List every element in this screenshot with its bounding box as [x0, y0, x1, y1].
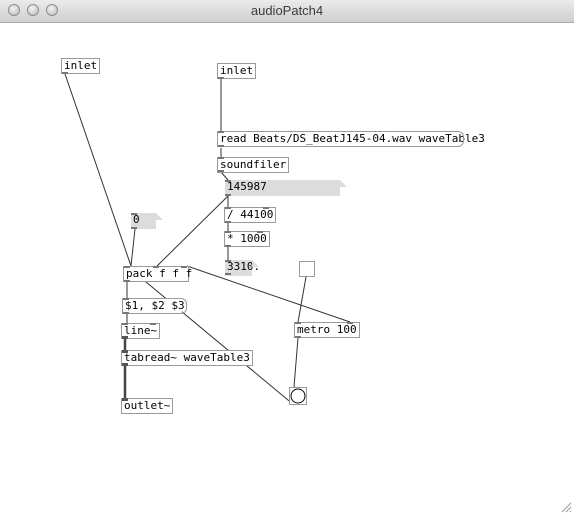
read-outlet-tab[interactable] [218, 145, 224, 147]
window-title: audioPatch4 [250, 3, 324, 18]
line-inlet-right-tab[interactable] [150, 323, 156, 325]
pack-object[interactable]: pack f f f [123, 266, 192, 282]
metro-outlet-tab[interactable] [295, 336, 301, 338]
cord-inlet-to-pack [64, 73, 132, 267]
cord-zero-to-pack [130, 228, 136, 267]
multiply-outlet-tab[interactable] [225, 245, 231, 247]
line-signal-outlet-tab[interactable] [122, 336, 128, 339]
cord-bang-to-pack [127, 266, 295, 406]
inlet-left-outlet-tab[interactable] [62, 72, 68, 74]
soundfiler-outlet-tab[interactable] [218, 170, 224, 172]
line-inlet-left-tab[interactable] [122, 323, 128, 325]
pack-outlet-tab[interactable] [124, 280, 130, 282]
ms-atom-outlet-tab[interactable] [225, 273, 231, 275]
ms-atom-inlet-tab[interactable] [225, 260, 231, 262]
ramp-msg-inlet-tab[interactable] [123, 298, 129, 300]
divide-inlet-left-tab[interactable] [225, 207, 231, 209]
bang-button[interactable] [289, 387, 307, 405]
soundfiler-inlet-tab[interactable] [218, 157, 224, 159]
zero-atom-inlet-tab[interactable] [131, 213, 137, 215]
cord-soundfiler-to-atom [220, 171, 229, 181]
zero-number-atom[interactable]: 0 [131, 213, 163, 229]
multiply-object[interactable]: * 1000 [224, 231, 270, 247]
metro-inlet-right-tab[interactable] [347, 322, 353, 324]
pack-inlet-3-tab[interactable] [181, 266, 187, 268]
zoom-window-button[interactable] [46, 4, 58, 16]
cord-atom-to-pack [156, 195, 229, 267]
close-window-button[interactable] [8, 4, 20, 16]
divide-inlet-right-tab[interactable] [263, 207, 269, 209]
toggle-checkbox[interactable] [299, 261, 315, 277]
inlet-right-outlet-tab[interactable] [218, 77, 224, 79]
metro-inlet-left-tab[interactable] [295, 322, 301, 324]
samples-number-atom[interactable]: 145987 [225, 180, 347, 196]
cord-pack-to-metro [186, 265, 351, 323]
read-message-box[interactable]: read Beats/DS_BeatJ145-04.wav waveTable3 [217, 131, 485, 147]
samples-atom-outlet-tab[interactable] [225, 194, 231, 196]
tabread-inlet-tab[interactable] [122, 350, 128, 353]
zero-atom-outlet-tab[interactable] [131, 227, 137, 229]
inlet-left-object[interactable]: inlet [61, 58, 101, 74]
patch-cords [64, 73, 351, 406]
outlet-tilde-object[interactable]: outlet~ [121, 398, 174, 414]
metro-object[interactable]: metro 100 [294, 322, 360, 338]
divide-object[interactable]: / 44100 [224, 207, 277, 223]
cord-toggle-to-metro [297, 276, 307, 323]
bang-circle-icon [290, 388, 306, 404]
line-tilde-object[interactable]: line~ [121, 323, 161, 339]
milliseconds-number-atom[interactable]: 3310. [225, 260, 260, 276]
tabread-tilde-object[interactable]: tabread~ waveTable3 [121, 350, 253, 366]
outlet-inlet-tab[interactable] [122, 398, 128, 401]
resize-grip-icon[interactable] [560, 501, 572, 513]
multiply-inlet-right-tab[interactable] [257, 231, 263, 233]
pack-inlet-1-tab[interactable] [124, 266, 130, 268]
divide-outlet-tab[interactable] [225, 221, 231, 223]
soundfiler-object[interactable]: soundfiler [217, 157, 290, 173]
tabread-signal-outlet-tab[interactable] [122, 363, 128, 366]
samples-atom-inlet-tab[interactable] [225, 180, 231, 182]
inlet-right-object[interactable]: inlet [217, 63, 257, 79]
cord-metro-to-bang [293, 337, 299, 388]
multiply-inlet-left-tab[interactable] [225, 231, 231, 233]
title-bar[interactable]: audioPatch4 [0, 0, 574, 23]
patch-canvas[interactable]: inlet inlet read Beats/DS_BeatJ145-04.wa… [0, 23, 574, 515]
ramp-msg-outlet-tab[interactable] [123, 312, 129, 314]
read-inlet-tab[interactable] [218, 131, 224, 133]
ramp-message-box[interactable]: $1, $2 $3 [122, 298, 187, 314]
minimize-window-button[interactable] [27, 4, 39, 16]
pack-inlet-2-tab[interactable] [153, 266, 159, 268]
